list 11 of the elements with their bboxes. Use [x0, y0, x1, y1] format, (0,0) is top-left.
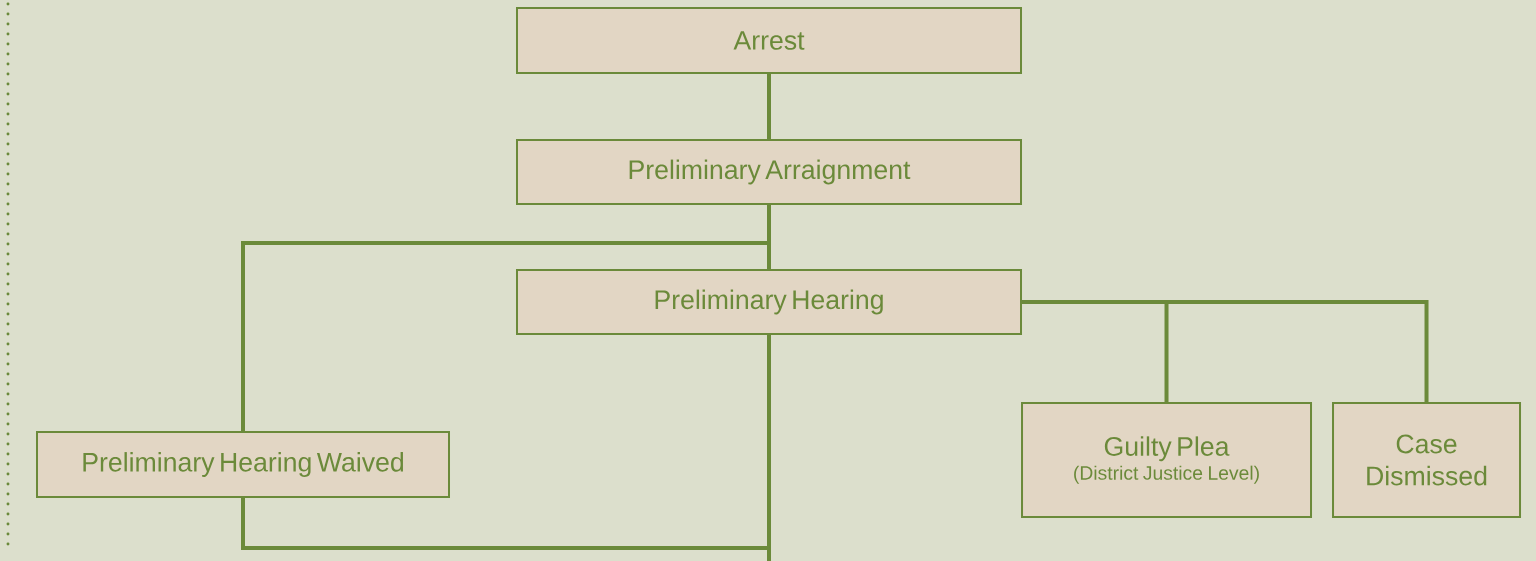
process-box: Preliminary Arraignment	[516, 139, 1022, 205]
process-box: Preliminary Hearing Waived	[36, 431, 450, 498]
process-box: Guilty Plea (District Justice Level)	[1021, 402, 1312, 518]
connector-line	[1022, 300, 1429, 402]
process-box: Case Dismissed	[1332, 402, 1521, 518]
connector-line	[767, 74, 771, 139]
process-box: Arrest	[516, 7, 1022, 74]
connector-line	[241, 205, 771, 431]
connector-line	[767, 335, 771, 561]
connector-line	[241, 498, 769, 550]
process-box: Preliminary Hearing	[516, 269, 1022, 335]
